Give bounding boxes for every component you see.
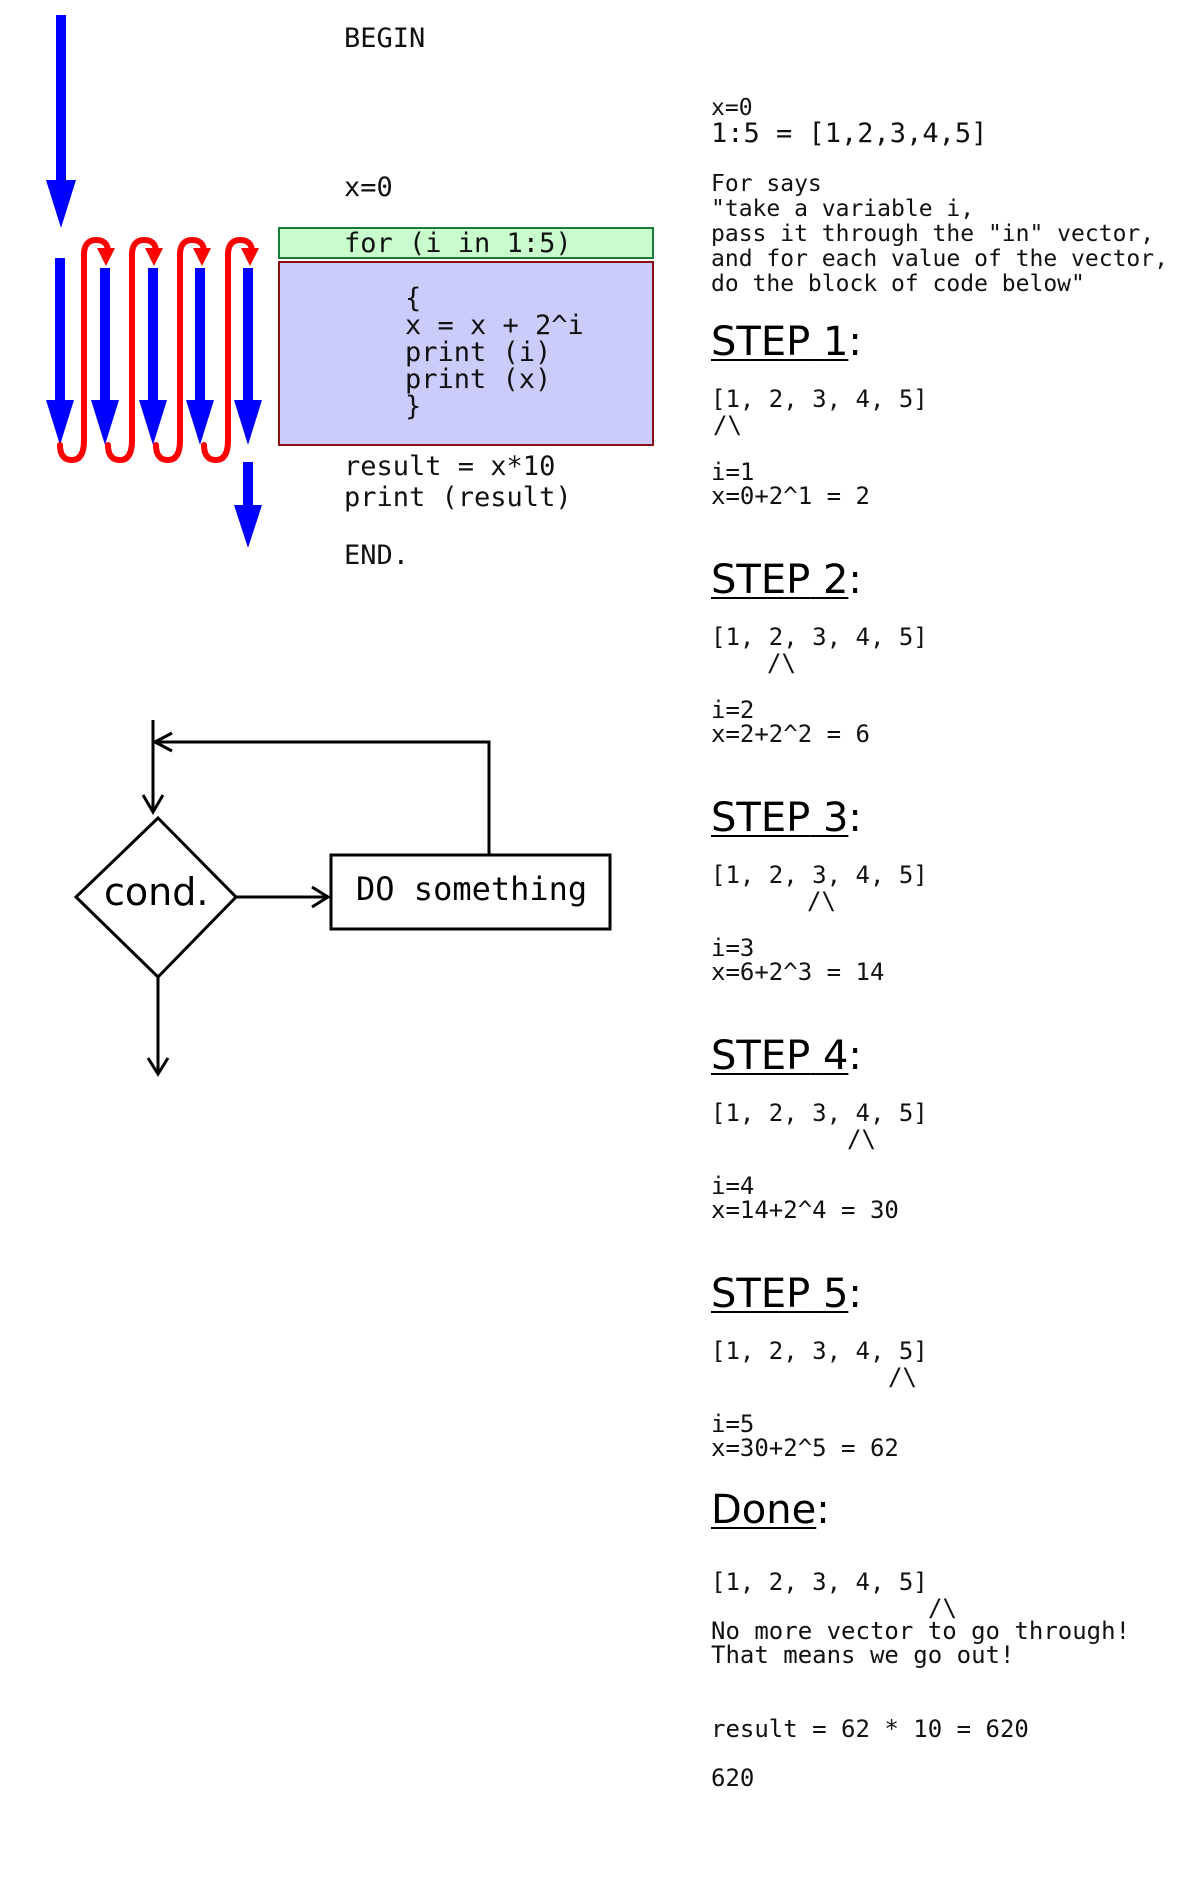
done-message: That means we go out!	[711, 1641, 1015, 1669]
flowchart	[73, 720, 612, 1077]
loop-back-arrowheads	[97, 248, 259, 266]
step-i: i=5	[711, 1410, 755, 1438]
step-vector: [1, 2, 3, 4, 5]	[711, 623, 928, 651]
code-block-line: print (i)	[405, 337, 552, 368]
arrowhead-right	[311, 885, 331, 909]
code-for-header: for (i in 1:5)	[344, 228, 572, 259]
step-title: STEP 1:	[711, 319, 862, 365]
step-title: STEP 5:	[711, 1271, 862, 1317]
condition-label: cond.	[104, 870, 209, 914]
note-init: x=0	[711, 95, 753, 121]
step-caret: /\	[807, 887, 836, 915]
step-caret: /\	[888, 1363, 917, 1391]
flow-line-loop-back	[153, 740, 491, 855]
step-x: x=6+2^3 = 14	[711, 958, 885, 986]
step-caret: /\	[847, 1125, 876, 1153]
exit-arrow	[234, 462, 262, 548]
done-caret: /\	[928, 1594, 957, 1622]
arrowhead-down	[141, 794, 165, 815]
step-title: STEP 3:	[711, 795, 862, 841]
iteration-arrows	[46, 258, 262, 445]
code-block-open: {	[405, 283, 422, 314]
done-result: result = 62 * 10 = 620	[711, 1715, 1029, 1743]
note-explanation: and for each value of the vector,	[711, 246, 1168, 272]
entry-arrow	[46, 15, 76, 228]
step-vector: [1, 2, 3, 4, 5]	[711, 1099, 928, 1127]
done-vector: [1, 2, 3, 4, 5]	[711, 1568, 928, 1596]
step-i: i=4	[711, 1172, 755, 1200]
note-explanation: "take a variable i,	[711, 196, 975, 222]
code-after: result = x*10	[344, 451, 556, 482]
code-end: END.	[344, 540, 410, 571]
step-vector: [1, 2, 3, 4, 5]	[711, 385, 928, 413]
step-x: x=30+2^5 = 62	[711, 1434, 899, 1462]
step-i: i=2	[711, 696, 755, 724]
note-explanation: pass it through the "in" vector,	[711, 221, 1155, 247]
code-after: print (result)	[344, 482, 572, 513]
done-message: No more vector to go through!	[711, 1617, 1131, 1645]
step-title: STEP 2:	[711, 557, 862, 603]
step-caret: /\	[767, 649, 796, 677]
note-range: 1:5 = [1,2,3,4,5]	[711, 118, 988, 149]
code-block-close: }	[405, 391, 422, 422]
code-init: x=0	[344, 172, 393, 203]
step-i: i=1	[711, 458, 755, 486]
done-output: 620	[711, 1764, 755, 1792]
action-label: DO something	[356, 870, 588, 908]
step-x: x=0+2^1 = 2	[711, 482, 870, 510]
step-caret: /\	[713, 411, 742, 439]
step-x: x=14+2^4 = 30	[711, 1196, 899, 1224]
loop-body-box	[278, 261, 654, 446]
flow-arrows	[46, 15, 262, 548]
step-i: i=3	[711, 934, 755, 962]
code-begin: BEGIN	[344, 23, 426, 54]
step-vector: [1, 2, 3, 4, 5]	[711, 1337, 928, 1365]
for-header-box	[278, 227, 654, 259]
note-explanation: For says	[711, 171, 822, 197]
done-title: Done:	[711, 1487, 830, 1533]
step-x: x=2+2^2 = 6	[711, 720, 870, 748]
arrowhead-exit	[146, 1057, 170, 1077]
step-vector: [1, 2, 3, 4, 5]	[711, 861, 928, 889]
arrowhead-left	[151, 731, 173, 753]
code-block-line: x = x + 2^i	[405, 310, 584, 341]
loop-back-arrows	[57, 236, 255, 464]
note-explanation: do the block of code below"	[711, 271, 1085, 297]
action-box	[329, 853, 612, 931]
step-title: STEP 4:	[711, 1033, 862, 1079]
code-block-line: print (x)	[405, 364, 552, 395]
